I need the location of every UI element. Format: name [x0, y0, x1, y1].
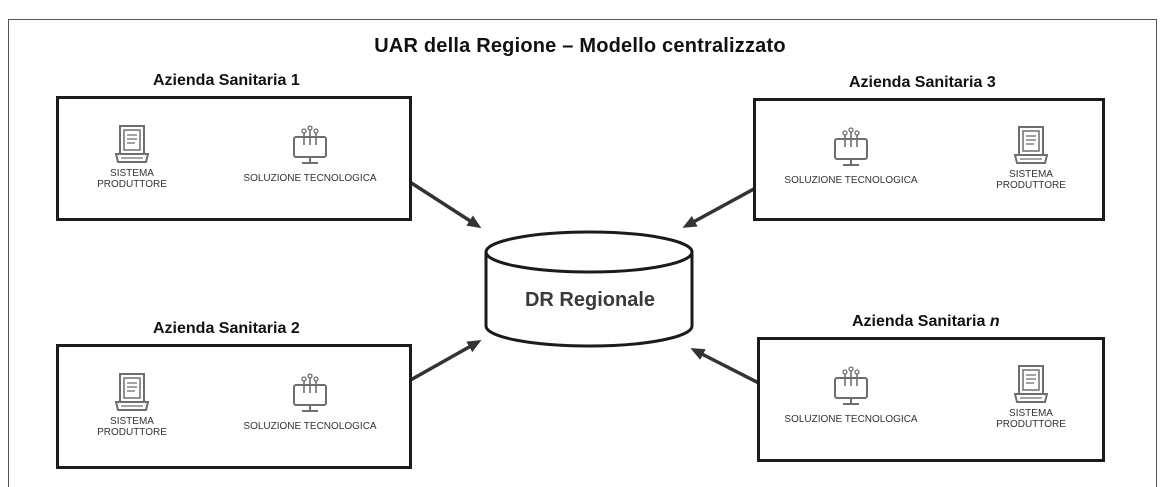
produttore-label: PRODUTTORE [996, 180, 1066, 191]
diagram-title: UAR della Regione – Modello centralizzat… [374, 35, 786, 57]
soluzione-tecnologica-node: SOLUZIONE TECNOLOGICA [766, 366, 936, 425]
azienda-3-name: Azienda Sanitaria 3 [849, 74, 996, 91]
computer-document-icon [1014, 365, 1048, 403]
sistema-label: SISTEMA [110, 168, 154, 179]
azienda-2-title: Azienda Sanitaria 2 [153, 320, 300, 338]
soluzione-tecnologica-node: SOLUZIONE TECNOLOGICA [225, 125, 395, 184]
database-cylinder-icon [484, 230, 694, 348]
computer-document-icon [115, 125, 149, 163]
azienda-n-box: SOLUZIONE TECNOLOGICA SISTEMA PRODUTTORE [757, 337, 1105, 462]
sistema-produttore-node: SISTEMA PRODUTTORE [986, 364, 1076, 430]
soluzione-label: SOLUZIONE TECNOLOGICA [243, 421, 377, 432]
monitor-network-icon [834, 366, 868, 405]
azienda-1-name: Azienda Sanitaria 1 [153, 72, 300, 89]
azienda-2-name: Azienda Sanitaria 2 [153, 320, 300, 337]
sistema-produttore-node: SISTEMA PRODUTTORE [87, 124, 177, 190]
monitor-network-icon [293, 373, 327, 412]
azienda-3-title: Azienda Sanitaria 3 [849, 74, 996, 92]
sistema-label: SISTEMA [1009, 408, 1053, 419]
produttore-label: PRODUTTORE [97, 427, 167, 438]
produttore-label: PRODUTTORE [97, 179, 167, 190]
azienda-n-suffix: n [989, 313, 1000, 330]
computer-document-icon [1014, 126, 1048, 164]
outer-frame [8, 19, 1157, 487]
sistema-produttore-node: SISTEMA PRODUTTORE [87, 372, 177, 438]
monitor-network-icon [293, 125, 327, 164]
soluzione-tecnologica-node: SOLUZIONE TECNOLOGICA [766, 127, 936, 186]
soluzione-label: SOLUZIONE TECNOLOGICA [784, 414, 918, 425]
sistema-label: SISTEMA [110, 416, 154, 427]
monitor-network-icon [834, 127, 868, 166]
soluzione-label: SOLUZIONE TECNOLOGICA [243, 173, 377, 184]
produttore-label: PRODUTTORE [996, 419, 1066, 430]
azienda-2-box: SISTEMA PRODUTTORE SOLUZIONE TECNOLOGICA [56, 344, 412, 469]
azienda-n-name: Azienda Sanitaria [852, 313, 990, 330]
soluzione-tecnologica-node: SOLUZIONE TECNOLOGICA [225, 373, 395, 432]
computer-document-icon [115, 373, 149, 411]
sistema-label: SISTEMA [1009, 169, 1053, 180]
soluzione-label: SOLUZIONE TECNOLOGICA [784, 175, 918, 186]
azienda-1-box: SISTEMA PRODUTTORE SOLUZIONE TECNOLOGICA [56, 96, 412, 221]
azienda-n-title: Azienda Sanitaria n [852, 313, 1000, 331]
azienda-3-box: SOLUZIONE TECNOLOGICA SISTEMA PRODUTTORE [753, 98, 1105, 221]
azienda-1-title: Azienda Sanitaria 1 [153, 72, 300, 90]
dr-regionale-label: DR Regionale [524, 289, 656, 311]
sistema-produttore-node: SISTEMA PRODUTTORE [986, 125, 1076, 191]
